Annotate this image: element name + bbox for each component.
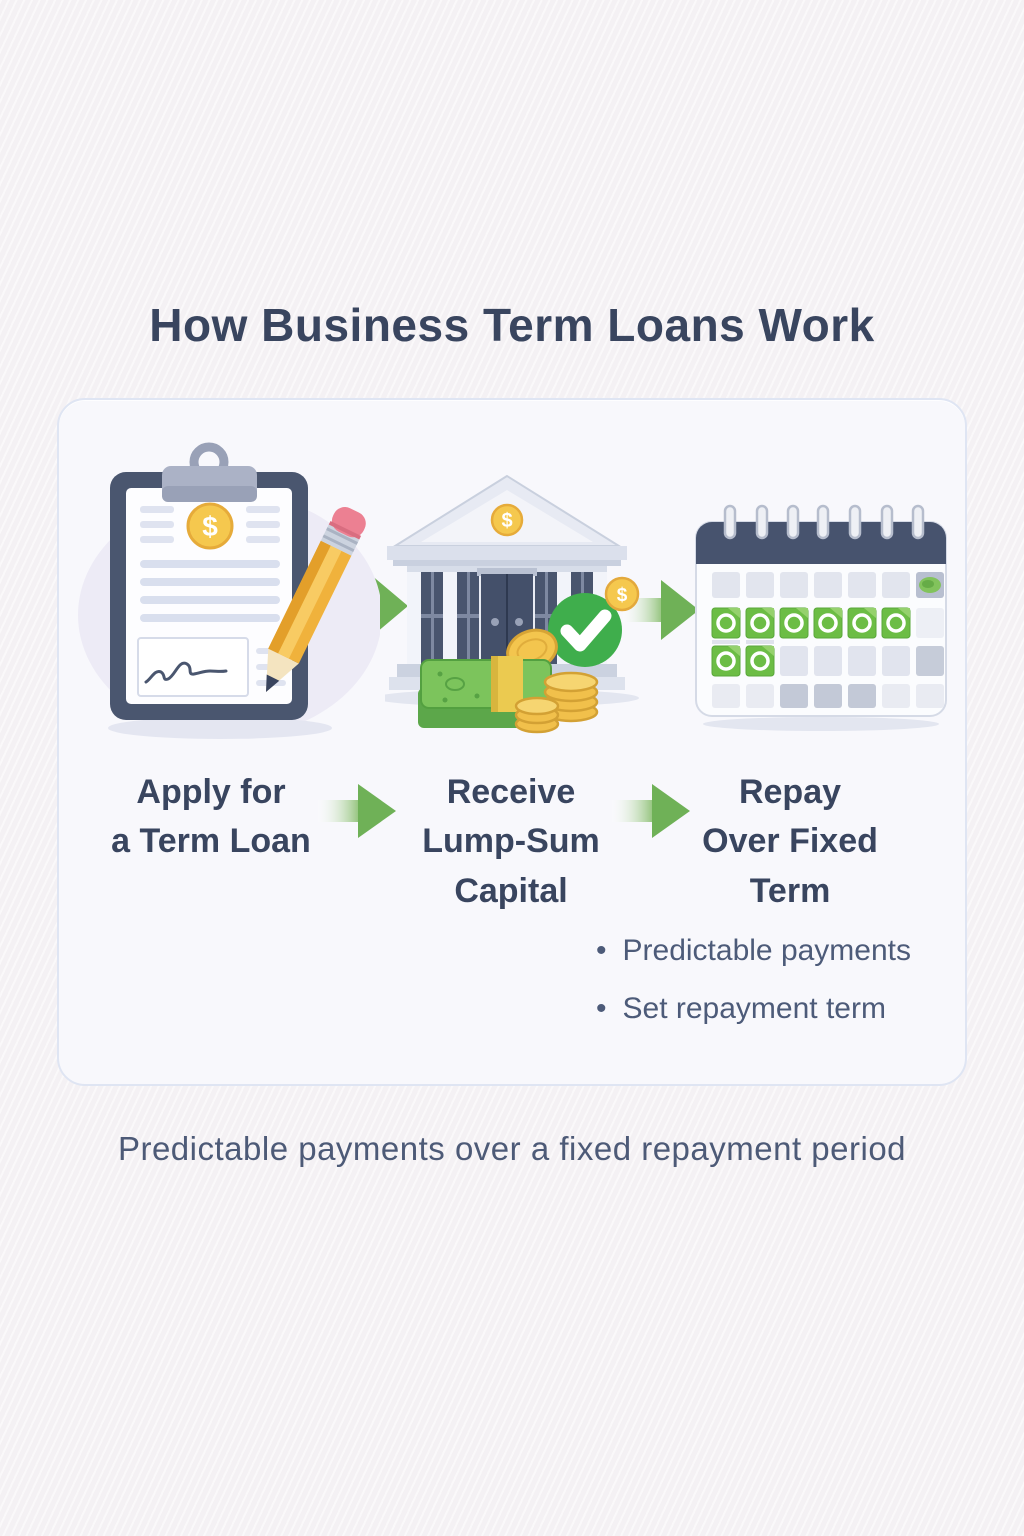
dollar-symbol: $ (202, 511, 218, 542)
benefit-item: Set repayment term (596, 992, 966, 1026)
signature-scribble (144, 661, 228, 684)
step-label-repay: Repay Over Fixed Term (702, 773, 878, 910)
coin-stack-icon (514, 671, 599, 734)
dollar-symbol: $ (617, 585, 628, 606)
clipboard-pencil-icon: $ (78, 442, 380, 739)
bank-cash-icon: $ $ (385, 474, 640, 734)
calendar-rings (723, 504, 925, 540)
small-coin-icon (604, 576, 640, 612)
pencil-icon (266, 507, 366, 692)
calendar-payments-icon (695, 504, 947, 731)
page-title: How Business Term Loans Work (149, 299, 875, 351)
benefits-list: Predictable payments Set repayment term (596, 934, 966, 1050)
step-label-receive: Receive Lump-Sum Capital (422, 773, 600, 910)
flow-arrow-icon (612, 784, 690, 838)
bottom-caption: Predictable payments over a fixed repaym… (117, 1130, 907, 1167)
signature-box (137, 637, 249, 697)
calendar-grid (710, 606, 944, 708)
calendar-weekday-row (712, 572, 944, 598)
flow-arrow-icon (318, 784, 396, 838)
dollar-coin-icon (186, 502, 234, 550)
dollar-symbol: $ (501, 510, 512, 532)
benefit-item: Predictable payments (596, 934, 966, 968)
step-label-apply: Apply for a Term Loan (111, 773, 311, 861)
pediment-coin-icon (490, 503, 524, 537)
